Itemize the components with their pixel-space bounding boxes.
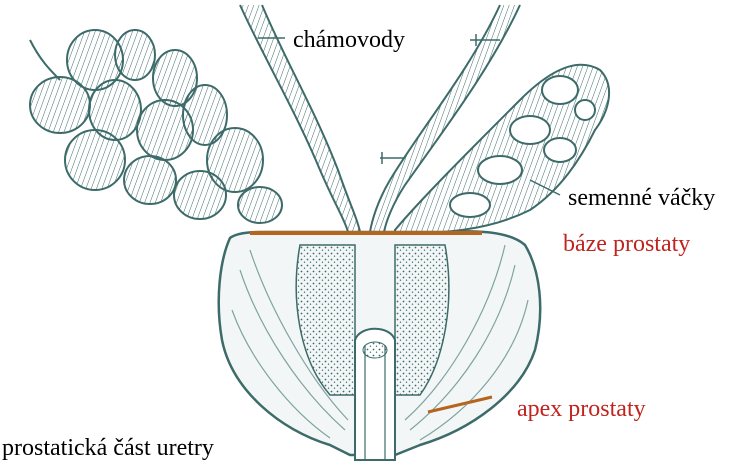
vas-deferens-label: chámovody (293, 28, 405, 52)
prostatic-urethra-label: prostatická část uretry (2, 436, 214, 460)
prostate-apex-label: apex prostaty (517, 397, 646, 421)
prostate-base-label: báze prostaty (563, 232, 690, 256)
coiled-ductus-left (30, 30, 282, 223)
prostate-gland (219, 231, 540, 460)
seminal-vesicles-label: semenné váčky (568, 186, 715, 210)
